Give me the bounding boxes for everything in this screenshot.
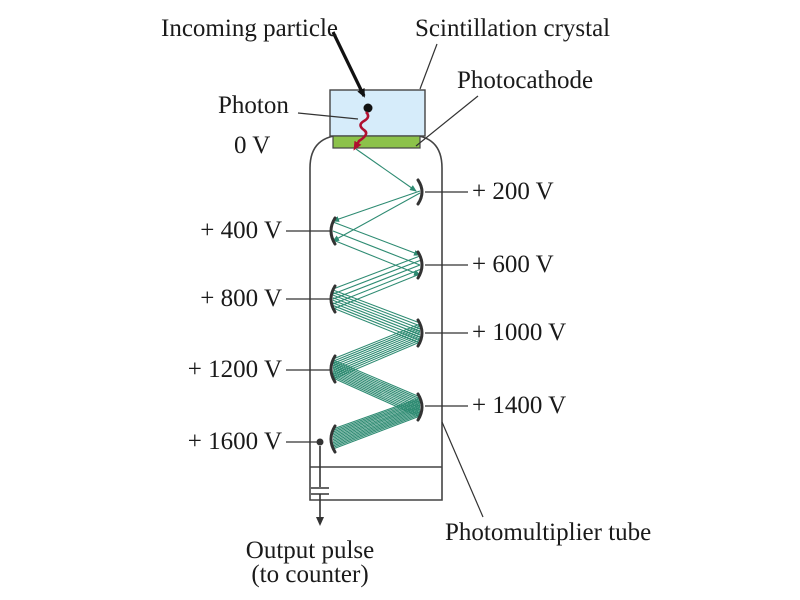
dynode-5 xyxy=(416,318,424,348)
electron-paths xyxy=(332,148,421,450)
photomultiplier-tube-label: Photomultiplier tube xyxy=(445,519,651,546)
electron-path xyxy=(332,405,421,439)
electron-path xyxy=(332,294,421,330)
dynode-3 xyxy=(416,250,424,280)
photon-squiggle xyxy=(353,111,370,151)
electron-path xyxy=(332,397,421,430)
electron-path xyxy=(332,407,421,441)
dynode-7-voltage: + 1400 V xyxy=(472,392,566,419)
electron-path xyxy=(332,337,421,376)
electron-path xyxy=(332,362,421,402)
electron-path xyxy=(332,289,421,324)
output-pulse-label: Output pulse xyxy=(246,537,374,564)
electron-path xyxy=(332,412,421,447)
incoming-particle-arrow xyxy=(331,31,366,98)
electron-path xyxy=(332,292,421,327)
electron-path xyxy=(332,307,421,344)
photocathode xyxy=(332,135,421,149)
electron-path xyxy=(332,273,421,310)
interaction-point xyxy=(363,103,373,113)
electron-path xyxy=(332,302,421,338)
electron-path xyxy=(332,404,421,438)
dynode-6 xyxy=(329,354,337,384)
electron-path xyxy=(332,190,421,222)
electron-path xyxy=(332,299,421,335)
electron-path xyxy=(332,369,421,409)
electron-path xyxy=(332,408,421,442)
electron-path xyxy=(332,329,421,367)
electron-path xyxy=(332,192,421,242)
dynode-8-anode xyxy=(329,424,337,454)
leader-lines xyxy=(286,43,484,518)
dynode-8-voltage: + 1600 V xyxy=(188,428,282,455)
electron-path xyxy=(332,398,421,432)
cathode-voltage-label: 0 V xyxy=(234,132,270,159)
electron-path xyxy=(332,366,421,405)
electron-path xyxy=(332,255,421,290)
dynode-4-voltage: + 800 V xyxy=(200,285,282,312)
electron-path xyxy=(332,221,421,256)
incoming-particle-label: Incoming particle xyxy=(161,15,338,42)
electron-path xyxy=(332,331,421,369)
output-circuit xyxy=(311,438,329,526)
dynodes xyxy=(329,178,424,454)
electron-path xyxy=(332,415,421,450)
electron-path xyxy=(332,409,421,444)
electron-path xyxy=(332,264,421,300)
electron-path xyxy=(332,364,421,403)
electron-path xyxy=(332,414,421,448)
electron-path xyxy=(332,400,421,433)
dynode-6-voltage: + 1200 V xyxy=(188,356,282,383)
electron-path xyxy=(332,297,421,333)
electron-path xyxy=(332,401,421,435)
electron-path xyxy=(332,268,421,305)
dynode-2 xyxy=(329,216,337,246)
dynode-1-voltage: + 200 V xyxy=(472,178,554,205)
dynode-3-voltage: + 600 V xyxy=(472,251,554,278)
electron-path xyxy=(332,327,421,364)
photocathode-label: Photocathode xyxy=(457,67,593,94)
electron-path xyxy=(355,148,417,192)
electron-path xyxy=(332,367,421,407)
electron-path xyxy=(332,361,421,400)
output-pulse-sublabel: (to counter) xyxy=(251,561,368,588)
dynode-1 xyxy=(416,178,424,206)
electron-path xyxy=(332,411,421,445)
electron-path xyxy=(332,239,421,276)
electron-path xyxy=(332,325,421,362)
dynode-5-voltage: + 1000 V xyxy=(472,319,566,346)
dynode-4 xyxy=(329,284,337,314)
electron-path xyxy=(332,323,421,360)
photon-label: Photon xyxy=(218,92,289,119)
electron-path xyxy=(332,259,421,295)
dynode-7 xyxy=(416,392,424,422)
electron-path xyxy=(332,230,421,266)
dynode-2-voltage: + 400 V xyxy=(200,217,282,244)
electron-path xyxy=(332,359,421,398)
scintillation-crystal-label: Scintillation crystal xyxy=(415,15,610,42)
electron-path xyxy=(332,333,421,371)
electron-path xyxy=(332,403,421,436)
scintillation-crystal xyxy=(329,89,426,137)
